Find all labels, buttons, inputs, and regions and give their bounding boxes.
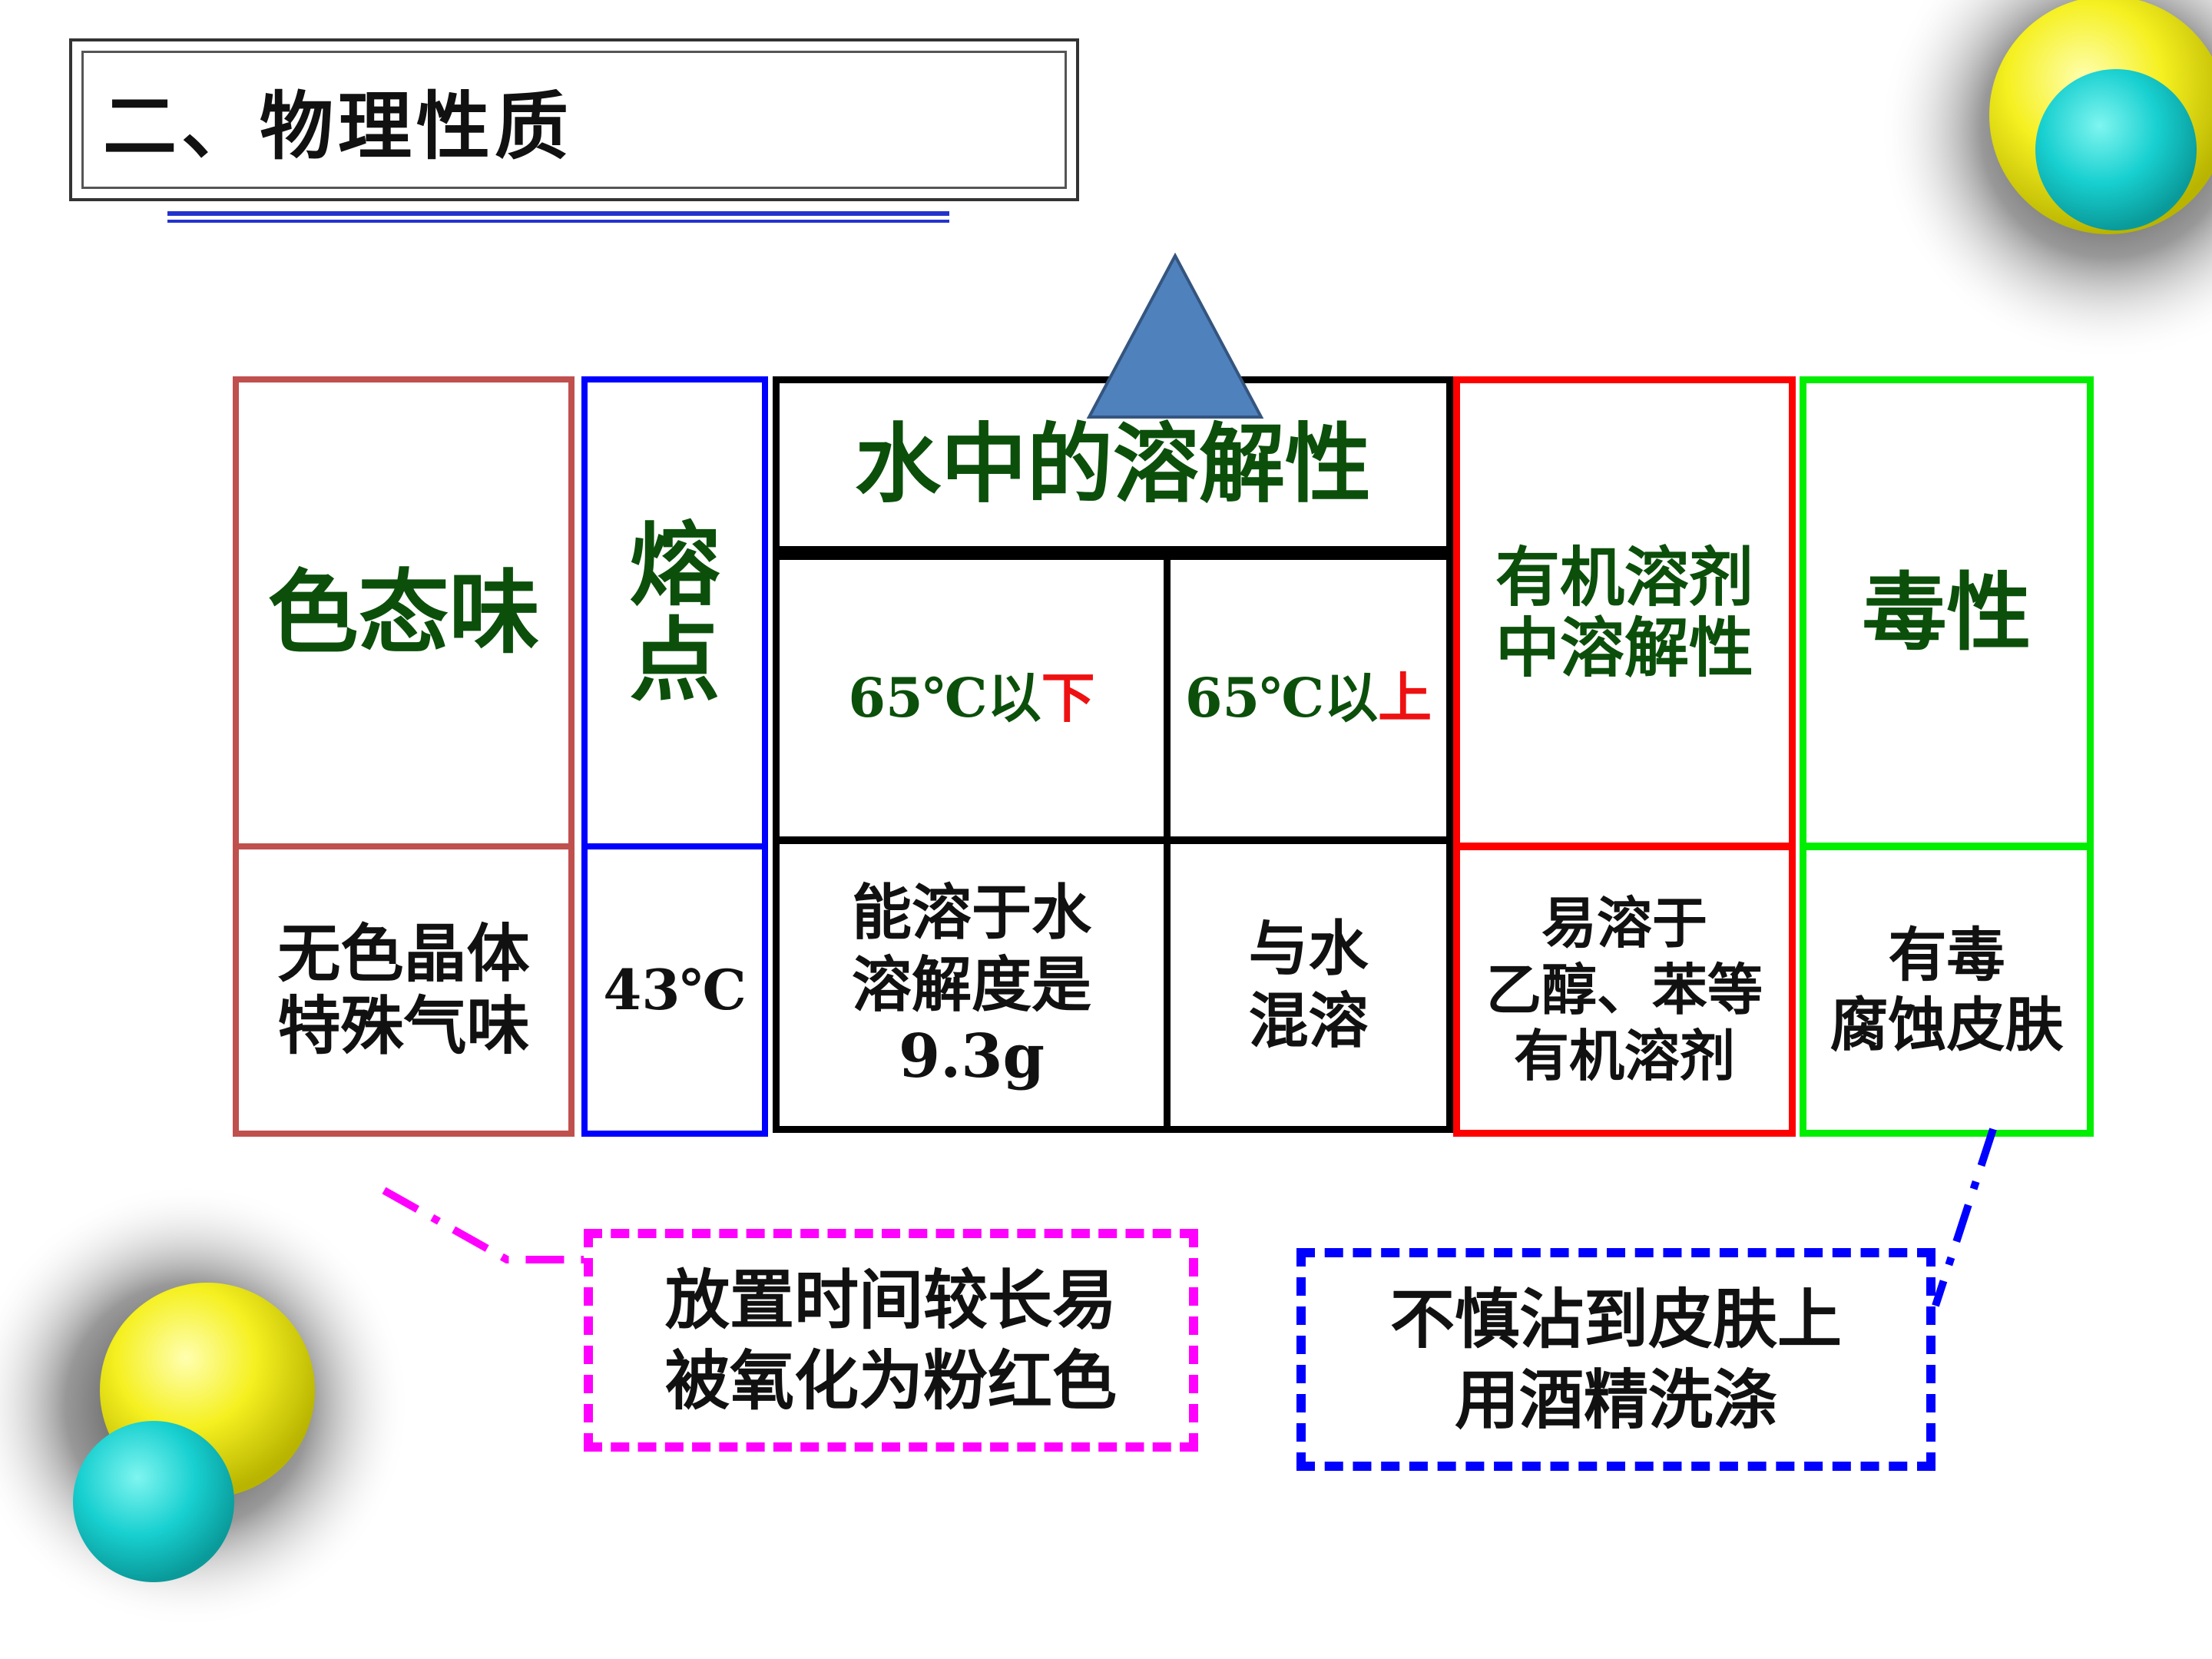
title-underline — [167, 211, 949, 216]
value-below-65: 能溶于水 溶解度是 9.3g — [773, 837, 1171, 1133]
header-melting-point: 熔 点 — [581, 376, 768, 849]
value-color-state-smell: 无色晶体 特殊气味 — [233, 843, 575, 1137]
value-above-65: 与水 混溶 — [1164, 837, 1453, 1133]
above-65-suffix: 上 — [1378, 665, 1432, 730]
above-65-prefix: 65℃以 — [1184, 665, 1379, 730]
title-box: 二、物理性质 — [69, 38, 1079, 201]
below-65-suffix: 下 — [1041, 665, 1095, 730]
note-first-aid: 不慎沾到皮肤上 用酒精洗涤 — [1296, 1248, 1936, 1471]
header-organic-solubility: 有机溶剂 中溶解性 — [1453, 376, 1796, 849]
connector-first-aid-note — [1932, 1128, 1997, 1307]
value-toxicity: 有毒 腐蚀皮肤 — [1800, 843, 2094, 1137]
page-title: 二、物理性质 — [103, 83, 573, 170]
title-underline-second — [167, 220, 949, 223]
value-organic-solubility: 易溶于 乙醇、苯等 有机溶剂 — [1453, 843, 1796, 1137]
triangle-pointer-icon — [1086, 252, 1264, 419]
header-above-65: 65℃以上 — [1164, 553, 1453, 843]
note-oxidation: 放置时间较长易 被氧化为粉红色 — [584, 1229, 1198, 1452]
connector-oxidation-note — [382, 1187, 584, 1263]
sphere-cluster-bottom-left — [0, 1183, 411, 1628]
sphere-cluster-top-right — [1878, 0, 2212, 361]
below-65-prefix: 65℃以 — [848, 665, 1041, 730]
value-melting-point: 43℃ — [581, 843, 768, 1137]
